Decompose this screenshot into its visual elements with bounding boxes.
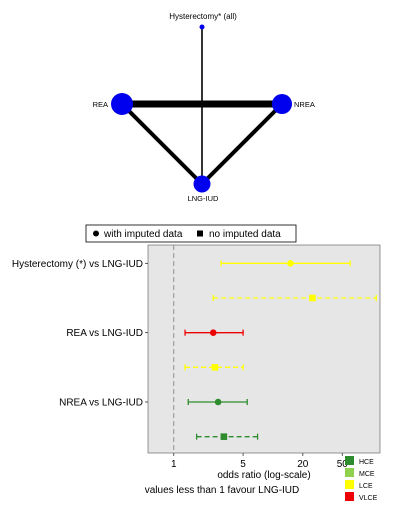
legend-imputed-symbol: [93, 230, 99, 237]
point-estimate: [211, 364, 219, 371]
y-tick-label: REA vs LNG-IUD: [66, 328, 143, 339]
legend-imputed-label: with imputed data: [103, 229, 183, 240]
node-nrea: [272, 94, 292, 114]
x-axis-subtitle: values less than 1 favour LNG-IUD: [145, 485, 300, 496]
x-tick-label: 5: [240, 459, 246, 470]
quality-legend-label: MCE: [359, 471, 375, 478]
ci-3: [184, 364, 244, 371]
quality-legend: HCE MCE LCE VLCE: [345, 456, 378, 502]
y-tick-label: Hysterectomy (*) vs LNG-IUD: [12, 259, 143, 270]
point-estimate: [309, 294, 316, 302]
ci-0: [220, 260, 351, 267]
node-label-lng-iud: LNG-IUD: [188, 194, 219, 203]
top-legend-box: [85, 224, 297, 243]
quality-legend-swatch: [345, 480, 354, 489]
legend-no-imputed-symbol: [197, 230, 203, 237]
node-label-nrea: NREA: [294, 100, 315, 109]
quality-legend-label: LCE: [359, 483, 373, 490]
plot-panel: [147, 244, 381, 454]
edge-nrea-lng: [200, 102, 284, 186]
point-estimate: [287, 260, 294, 267]
quality-legend-label: VLCE: [359, 495, 378, 502]
point-estimate: [209, 329, 217, 336]
network-diagram: Hysterectomy* (all) REA NREA LNG-IUD: [93, 12, 315, 203]
ci-2: [184, 329, 244, 336]
node-label-hysterectomy: Hysterectomy* (all): [169, 12, 237, 21]
ci-5: [195, 433, 259, 440]
point-estimate: [220, 433, 228, 440]
node-hysterectomy: [199, 24, 205, 30]
ci-4: [187, 398, 248, 406]
quality-legend-swatch: [345, 456, 354, 465]
legend-no-imputed-label: no imputed data: [209, 229, 281, 240]
node-lng-iud: [193, 175, 211, 193]
x-tick-label: 1: [171, 459, 177, 470]
x-tick-label: 20: [297, 459, 309, 470]
point-estimate: [214, 398, 222, 406]
quality-legend-swatch: [345, 492, 354, 501]
y-tick-label: NREA vs LNG-IUD: [59, 398, 143, 409]
node-label-rea: REA: [93, 100, 108, 109]
forest-plot: Hysterectomy (*) vs LNG-IUD REA vs LNG-IU…: [12, 244, 381, 496]
x-tick-label: 50: [337, 459, 349, 470]
top-legend: with imputed data no imputed data: [85, 224, 297, 243]
quality-legend-swatch: [345, 468, 354, 477]
ci-1: [212, 294, 377, 302]
x-axis-title: odds ratio (log-scale): [217, 470, 310, 481]
node-rea: [111, 93, 133, 115]
edge-rea-lng: [120, 102, 204, 186]
quality-legend-label: HCE: [359, 459, 374, 466]
